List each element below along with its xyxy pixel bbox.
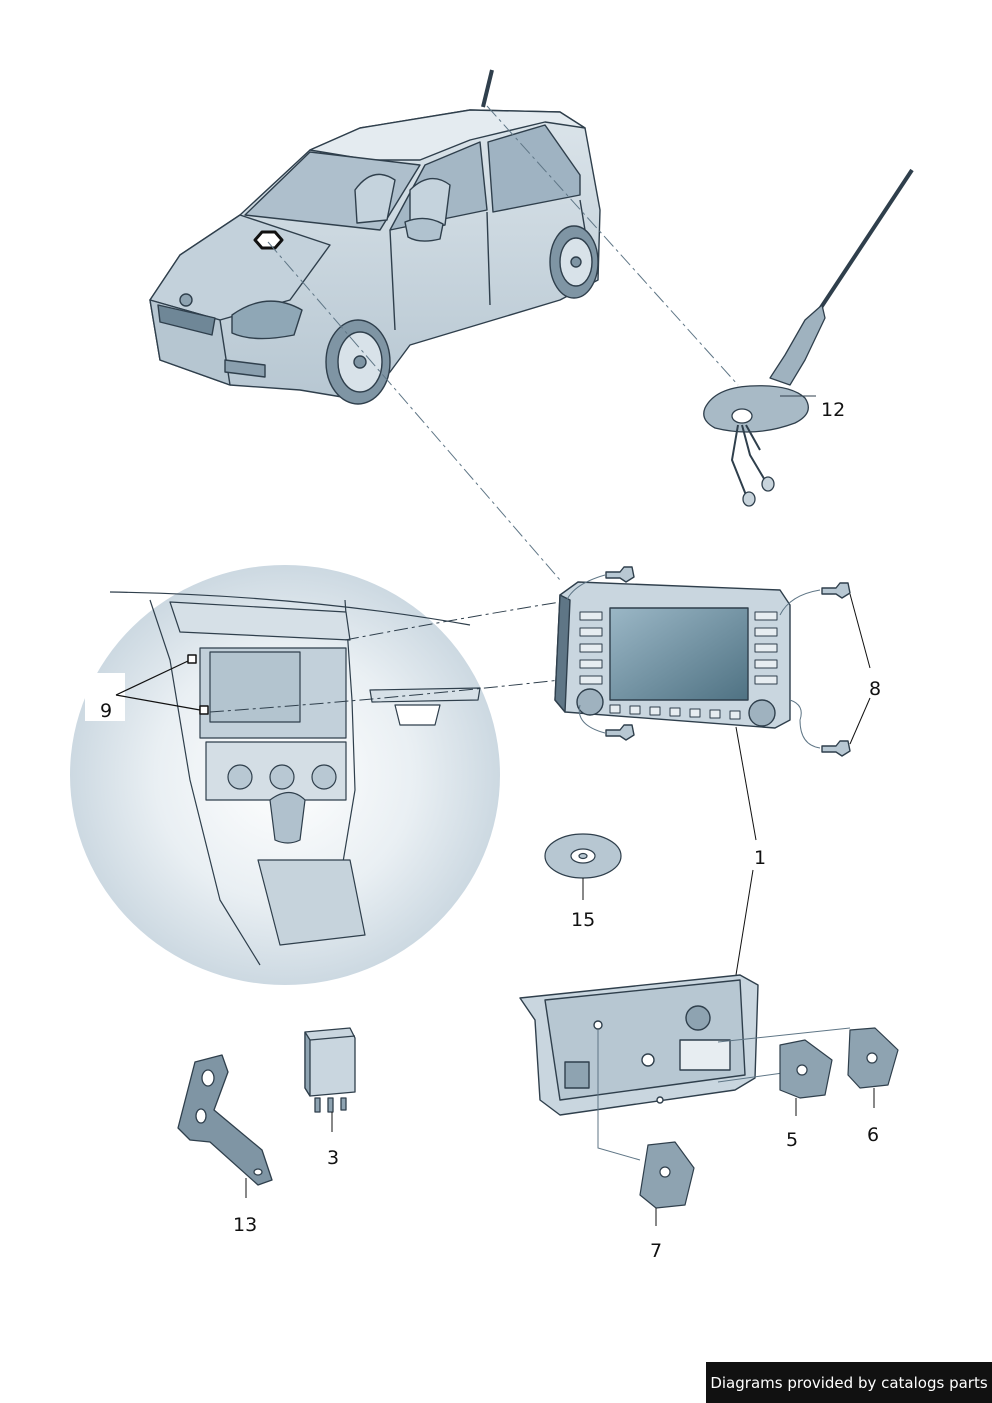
- callout-8: 8: [869, 678, 882, 700]
- callout-15: 15: [571, 909, 596, 931]
- relay: [304, 1027, 356, 1132]
- callout-1: 1: [754, 847, 767, 869]
- callout-7: 7: [650, 1240, 663, 1262]
- callout-6: 6: [867, 1124, 880, 1146]
- callout-13: 13: [233, 1214, 258, 1236]
- callout-12: 12: [821, 399, 846, 421]
- clip-lines: [597, 1027, 851, 1161]
- callout-9: 9: [100, 700, 113, 722]
- cd-disc: [544, 833, 622, 900]
- roof-antenna: [703, 168, 914, 507]
- leader-lines: [267, 105, 739, 581]
- mounting-frame: [519, 974, 759, 1116]
- clip-parts: [639, 1027, 899, 1226]
- metal-bracket: [177, 1054, 273, 1198]
- dashboard-vignette: [70, 565, 561, 985]
- car-illustration: [149, 69, 601, 405]
- radio-navigation-unit: [554, 566, 871, 976]
- credit-banner: Diagrams provided by catalogs parts: [706, 1362, 992, 1403]
- callout-3: 3: [327, 1147, 340, 1169]
- callout-5: 5: [786, 1129, 799, 1151]
